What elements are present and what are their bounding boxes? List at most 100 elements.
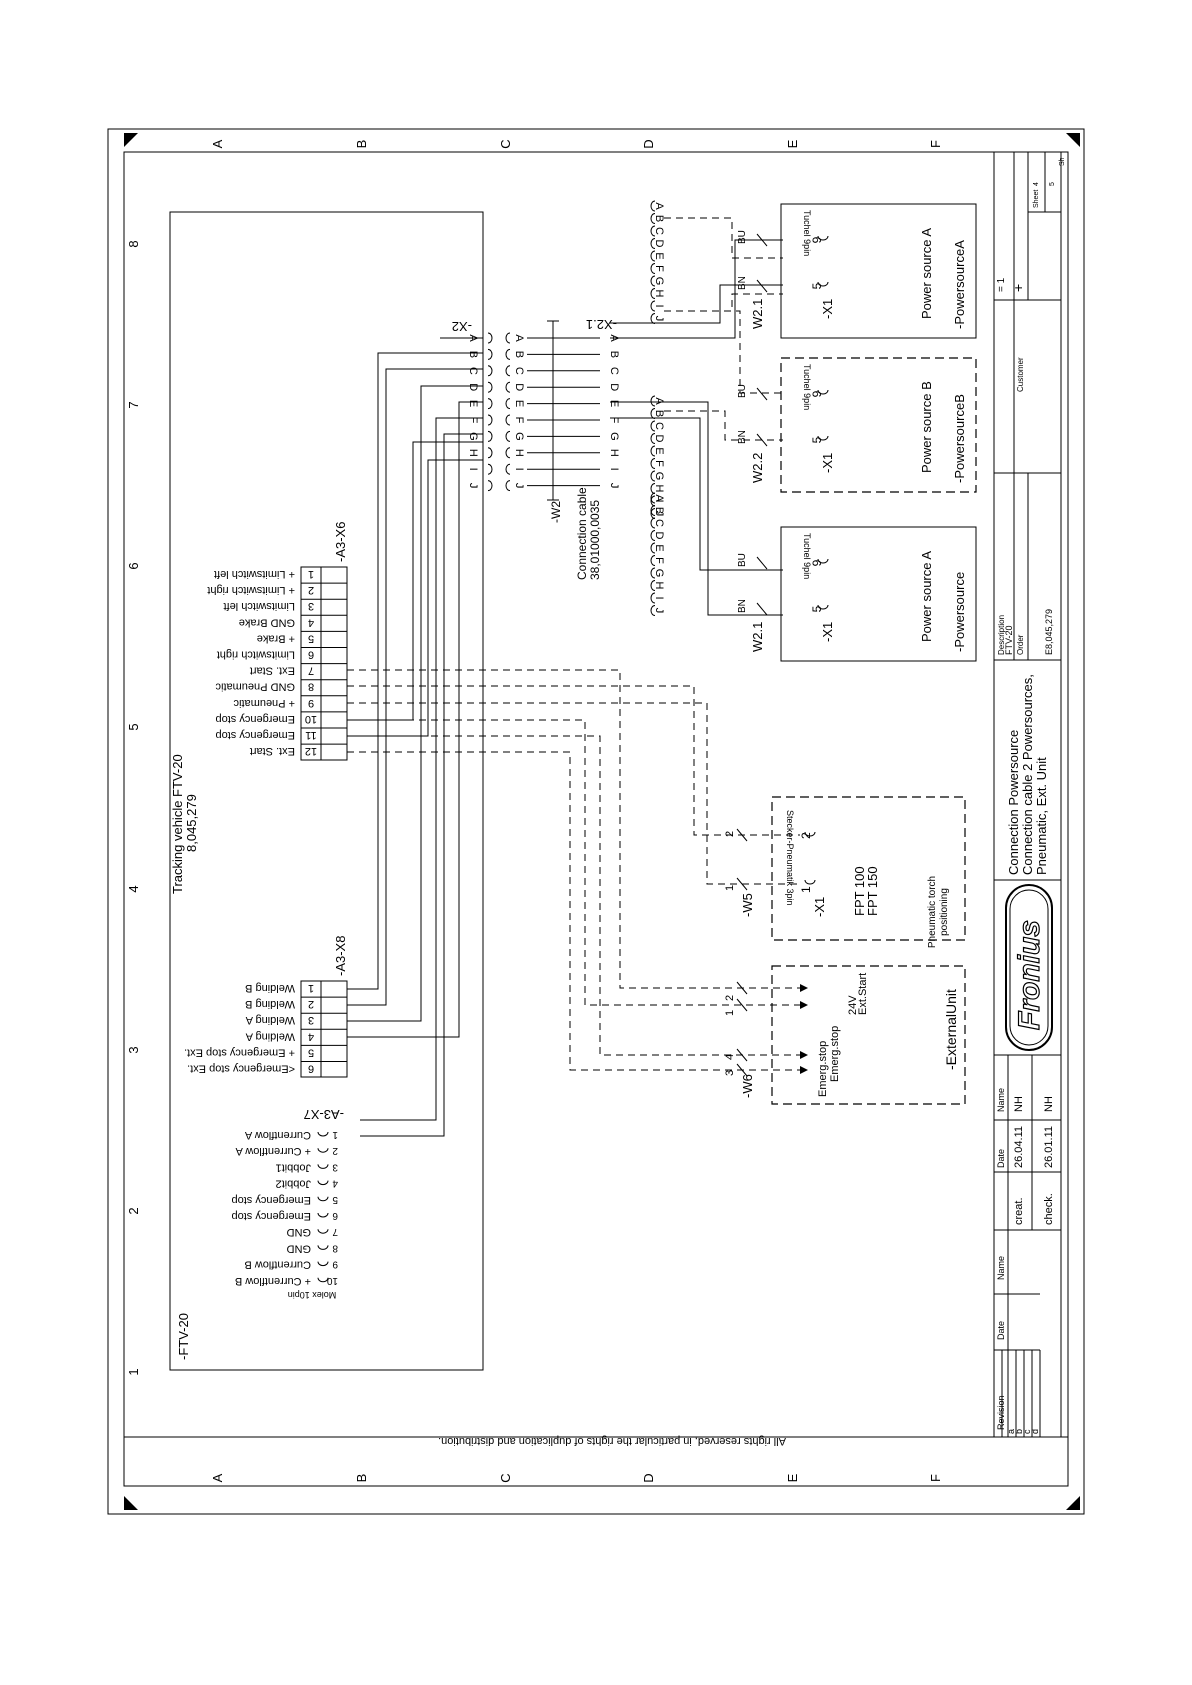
x21-pin-socket [505, 447, 511, 459]
dashed-wiring [347, 217, 816, 1077]
power-source-title: Power source A [919, 228, 934, 319]
x21-pin-socket [505, 414, 511, 426]
x7-pin-label: GND [287, 1226, 312, 1238]
x6-terminal-number: 2 [308, 584, 314, 596]
zone-letters-top: A B C D E F [210, 139, 943, 148]
signal-wire-dashed [664, 293, 783, 312]
upper-socket-letter: G [653, 277, 665, 286]
x6-terminal-number: 8 [308, 681, 314, 693]
upper-socket-letter: E [653, 252, 665, 259]
power-source-wire-tag: W2.1 [750, 299, 765, 329]
power-source-wire-bn: BN [737, 430, 748, 444]
date-header: Date [996, 1149, 1006, 1168]
x2-mate-letter: A [513, 334, 525, 342]
x6-terminal-label: Ext. Start [250, 665, 295, 677]
x21-pin-letter: I [608, 468, 620, 471]
x7-pin-socket [317, 1261, 329, 1267]
lower-socket-socket [650, 592, 656, 604]
x2-pin-socket [487, 414, 493, 426]
w2-tag: -W2 [549, 501, 563, 523]
zone-letters-bottom: A B C D E F [210, 1473, 943, 1482]
x21-pin-socket [505, 348, 511, 360]
x7-pin-label: Emergency stop [232, 1194, 311, 1206]
x2-pin-letter: D [467, 383, 479, 391]
power-source-pin-a: 5 [810, 605, 824, 612]
middle-socket-letter: F [653, 460, 665, 467]
x21-pin-socket [505, 365, 511, 377]
x7-pin-number: 2 [332, 1145, 338, 1156]
x7-pin-label: Currentflow A [244, 1129, 311, 1141]
description-value: FTV-20 [1004, 625, 1014, 655]
x2-pin-letter: H [467, 449, 479, 457]
cable-core-tick [736, 1048, 748, 1062]
x8-tag: -A3-X8 [333, 936, 348, 976]
x7-pin-label: Currentflow B [244, 1259, 311, 1271]
x8-terminal-number: 5 [308, 1046, 314, 1058]
x6-terminal-label: Emergency stop [216, 713, 295, 725]
upper-socket-letter: H [653, 290, 665, 298]
external-core-1: 1 [724, 1010, 736, 1016]
rev-row-d: d [1030, 1429, 1040, 1434]
x7-pin-socket [317, 1277, 329, 1283]
power-source-connector: -X1 [820, 453, 835, 473]
pneumatic-model-2: FPT 150 [865, 866, 880, 916]
power-source-socket [817, 235, 829, 241]
power-source-wire-tag: W2.2 [750, 453, 765, 483]
x6-terminal-number: 4 [308, 616, 314, 628]
x2-mate-letter: H [513, 449, 525, 457]
x2-pin-socket [487, 398, 493, 410]
external-cable-tag: -W6 [740, 1074, 755, 1098]
signal-wire [347, 352, 483, 990]
lower-socket-socket [650, 604, 656, 616]
x7-pin-socket [317, 1229, 329, 1234]
upper-socket-letter: F [653, 265, 665, 272]
x2-mate-letter: I [513, 468, 525, 471]
x7-pin-number: 9 [332, 1259, 338, 1270]
order-value: E8,045,279 [1044, 609, 1054, 655]
x21-pin-socket [505, 430, 511, 442]
sheet-label: Sheet [1033, 190, 1040, 208]
external-emerg-2: Emerg.stop [829, 1026, 841, 1082]
middle-socket-letter: A [653, 397, 665, 405]
middle-socket-socket [650, 445, 656, 457]
x6-terminal-number: 5 [308, 632, 314, 644]
upper-socket-socket [650, 200, 656, 212]
external-ext-start: Ext.Start [857, 973, 869, 1015]
description-line-2: Connection cable 2 Powersources, [1020, 674, 1035, 875]
x2-pin-letter: B [467, 351, 479, 358]
upper-socket-socket [650, 263, 656, 274]
upper-socket-letter: I [653, 304, 665, 307]
x6-terminal-number: 12 [305, 745, 317, 757]
x21-pin-letter: D [608, 383, 620, 391]
connector-x7: -A3-X7 Molex 10pin [288, 1107, 344, 1300]
x8-terminal-number: 3 [308, 1014, 314, 1026]
x6-terminal-number: 9 [308, 697, 314, 709]
lower-socket-socket [650, 567, 656, 579]
x2-pin-letter: C [467, 367, 479, 375]
external-unit: -ExternalUnit 24V Ext.Start Emerg.stop E… [724, 965, 966, 1105]
solid-wiring [347, 239, 783, 1137]
upper-socket-letter: D [653, 240, 665, 248]
upper-socket-letter: C [653, 227, 665, 235]
power-source-tag: -Powersource [952, 572, 967, 652]
lower-socket-letter: C [653, 519, 665, 527]
lower-socket-socket [650, 579, 656, 591]
x7-pin-socket [317, 1164, 329, 1169]
x7-pin-socket [317, 1245, 329, 1250]
x2-pin-letter: E [467, 400, 479, 407]
cable-core-tick [736, 1063, 748, 1077]
middle-socket-letter: G [653, 472, 665, 481]
x7-pin-number: 5 [332, 1194, 338, 1205]
power-source-pin-a: 5 [810, 282, 824, 289]
x7-pin-socket [317, 1196, 329, 1202]
pneumatic-model-1: FPT 100 [852, 866, 867, 916]
x7-tag: -A3-X7 [304, 1107, 344, 1122]
x6-terminal-label: Limitswitch left [223, 600, 295, 612]
upper-socket-socket [650, 225, 656, 237]
x2-pin-socket [487, 480, 493, 492]
external-core-3: 3 [724, 1070, 736, 1076]
x2-mate-letter: B [513, 351, 525, 358]
